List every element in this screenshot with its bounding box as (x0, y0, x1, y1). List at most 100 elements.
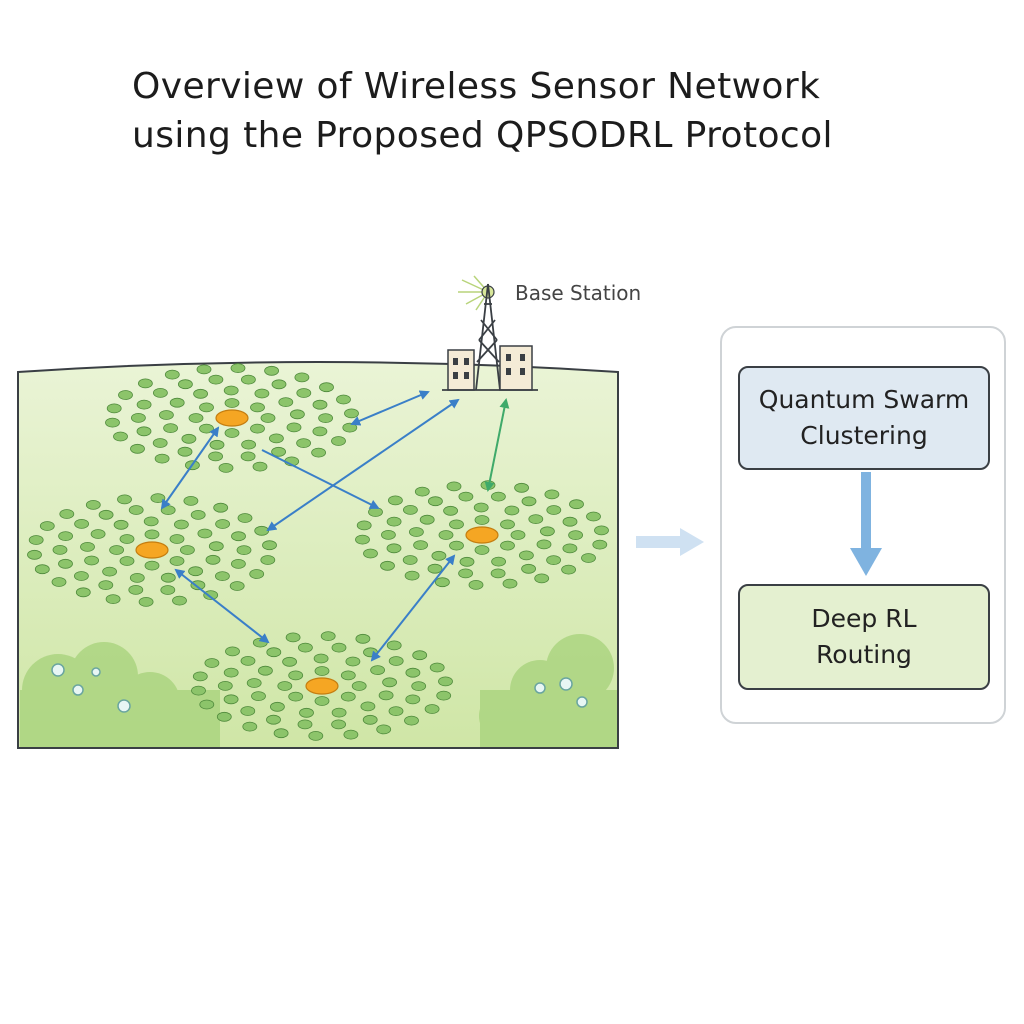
sensor-node (319, 382, 334, 393)
sensor-node (368, 507, 383, 517)
sensor-node (311, 447, 327, 458)
sensor-node (402, 504, 418, 515)
sensor-node (288, 670, 304, 681)
sensor-node (351, 681, 367, 691)
sensor-node (519, 550, 534, 561)
sensor-node (190, 510, 206, 520)
sensor-node (160, 585, 176, 595)
sensor-node (380, 560, 395, 571)
sensor-node (586, 511, 601, 522)
sensor-node (213, 502, 229, 513)
sensor-node (75, 587, 91, 598)
sensor-node (521, 563, 536, 574)
network-link (160, 426, 220, 510)
sensor-node (534, 573, 550, 584)
sensor-node (191, 685, 206, 696)
sensor-node (236, 545, 252, 555)
sensor-node (143, 516, 159, 527)
sensor-node (404, 570, 420, 581)
sensor-node (117, 494, 132, 505)
sensor-node (130, 412, 146, 423)
sensor-node (144, 529, 160, 540)
sensor-node (224, 428, 240, 438)
sensor-node (74, 519, 89, 529)
stage-1-line-1: Quantum Swarm (758, 385, 970, 414)
sensor-node (249, 569, 265, 579)
bush-bubbles (51, 663, 588, 713)
sensor-node (128, 585, 144, 595)
sensor-node (105, 417, 120, 428)
sensor-node (288, 691, 304, 702)
sensor-node (39, 521, 55, 531)
sensor-node (240, 706, 256, 716)
sensor-node (438, 530, 454, 540)
sensor-node (297, 719, 313, 730)
sensor-node (51, 577, 67, 587)
sensor-node (240, 451, 256, 462)
sensor-node (362, 714, 378, 725)
sensor-node (544, 489, 560, 500)
sensor-node (536, 539, 552, 550)
sensor-node (363, 548, 378, 559)
sensor-node (260, 555, 276, 565)
sensor-node (331, 642, 347, 653)
sensor-node (286, 422, 302, 433)
sensor-node (424, 704, 440, 714)
sensor-node (204, 658, 220, 668)
sensor-node (181, 433, 197, 444)
deep-rl-routing-box: Deep RL Routing (738, 584, 990, 690)
sensor-node (402, 555, 418, 565)
sensor-node (266, 647, 282, 658)
quantum-swarm-clustering-box: Quantum Swarm Clustering (738, 366, 990, 470)
sensor-node (500, 540, 515, 551)
sensor-node (28, 535, 44, 545)
sensor-node (264, 365, 280, 376)
sensor-node (240, 374, 256, 385)
sensor-node (438, 676, 453, 687)
sensor-node (136, 399, 152, 410)
sensor-node (449, 519, 464, 530)
sensor-node (413, 540, 429, 550)
sensor-node (308, 731, 324, 741)
sensor-node (254, 525, 270, 536)
sensor-node (152, 387, 168, 398)
cell-tower-icon (442, 275, 538, 391)
sensor-node (84, 555, 99, 566)
sensor-node (540, 526, 555, 537)
sensor-node (216, 711, 232, 722)
network-links (160, 390, 510, 662)
sensor-node (144, 560, 160, 571)
sensor-node (119, 556, 135, 566)
sensor-node (320, 631, 336, 641)
sensor-node (85, 499, 101, 510)
sensor-node (546, 555, 561, 565)
sensor-node (158, 410, 174, 420)
sensor-node (429, 662, 445, 673)
sensor-node (299, 707, 314, 718)
sensor-node (105, 594, 121, 604)
sensor-node (260, 413, 276, 423)
sensor-node (205, 554, 221, 565)
sensor-node (504, 505, 520, 516)
sensor-node (218, 462, 234, 473)
sensor-node (262, 540, 277, 551)
sensor-node (378, 690, 394, 701)
sensor-node (514, 482, 529, 493)
sensor-node (528, 514, 544, 524)
sensor-node (160, 572, 176, 583)
sensor-node (266, 714, 281, 725)
sensor-node (74, 571, 89, 581)
sensor-node (214, 571, 230, 581)
sensor-node (405, 667, 421, 678)
sensor-node (163, 423, 179, 434)
sensor-node (231, 531, 246, 542)
sensor-node (34, 564, 50, 575)
sensor-node (152, 438, 168, 448)
sensor-node (223, 667, 239, 678)
sensor-node (136, 426, 152, 437)
sensor-node (296, 388, 312, 398)
sensor-node (58, 558, 73, 569)
sensor-node (443, 505, 459, 516)
sensor-node (546, 505, 562, 515)
sensor-node (414, 486, 430, 497)
